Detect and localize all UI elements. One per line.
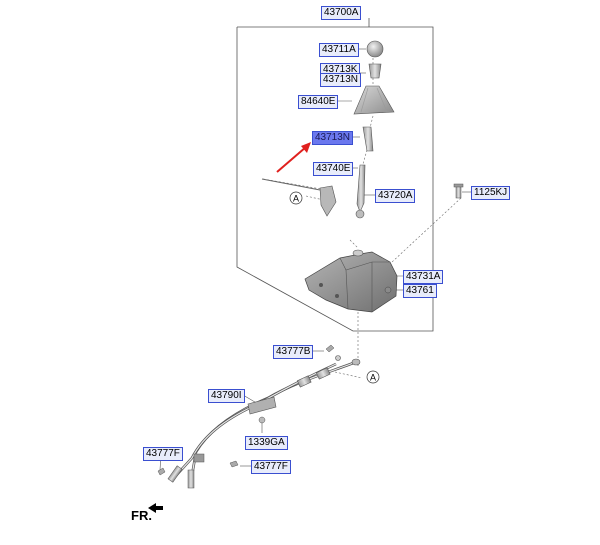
label-clip-bottom[interactable]: 43777F	[251, 460, 291, 474]
mounting-bolt	[455, 185, 462, 199]
label-bushing[interactable]: 43761	[403, 284, 437, 298]
label-cable[interactable]: 43790I	[208, 389, 245, 403]
lever-sleeve	[362, 126, 374, 152]
shift-lever-rod	[356, 164, 366, 213]
label-assembly[interactable]: 43700A	[321, 6, 362, 20]
label-bracket[interactable]: 43740E	[313, 162, 354, 176]
callout-a-top-text: A	[293, 194, 299, 204]
label-housing[interactable]: 43731A	[403, 270, 444, 284]
label-n1[interactable]: 43713N	[320, 73, 362, 87]
housing-bushing	[384, 286, 392, 294]
front-marker: FR.	[131, 508, 152, 523]
lever-bracket	[319, 185, 337, 217]
label-bolt[interactable]: 1125KJ	[471, 186, 511, 200]
cable-clip-bottom	[229, 460, 239, 468]
callout-a-top: A	[289, 191, 303, 205]
cable-grommet	[247, 396, 277, 415]
cable-clip-top	[325, 344, 335, 353]
label-lever[interactable]: 43720A	[375, 189, 416, 203]
label-highlighted[interactable]: 43713N	[312, 131, 354, 145]
label-grommet-bolt[interactable]: 1339GA	[245, 436, 288, 450]
front-arrow-icon	[148, 503, 163, 513]
callout-a-bottom: A	[366, 370, 380, 384]
knob-retainer	[368, 63, 382, 79]
red-pointer-arrow	[276, 142, 311, 173]
shifter-housing	[304, 251, 398, 313]
cable-clip-left	[157, 467, 166, 476]
label-knob[interactable]: 43711A	[319, 43, 359, 57]
label-clip-left[interactable]: 43777F	[143, 447, 183, 461]
label-boot[interactable]: 84640E	[298, 95, 339, 109]
leader-lines	[159, 48, 471, 471]
shift-knob	[366, 40, 384, 58]
shift-boot	[353, 85, 395, 115]
callout-a-bottom-text: A	[370, 373, 376, 383]
assembly-boundary	[236, 26, 434, 332]
label-clip-top[interactable]: 43777B	[273, 345, 314, 359]
